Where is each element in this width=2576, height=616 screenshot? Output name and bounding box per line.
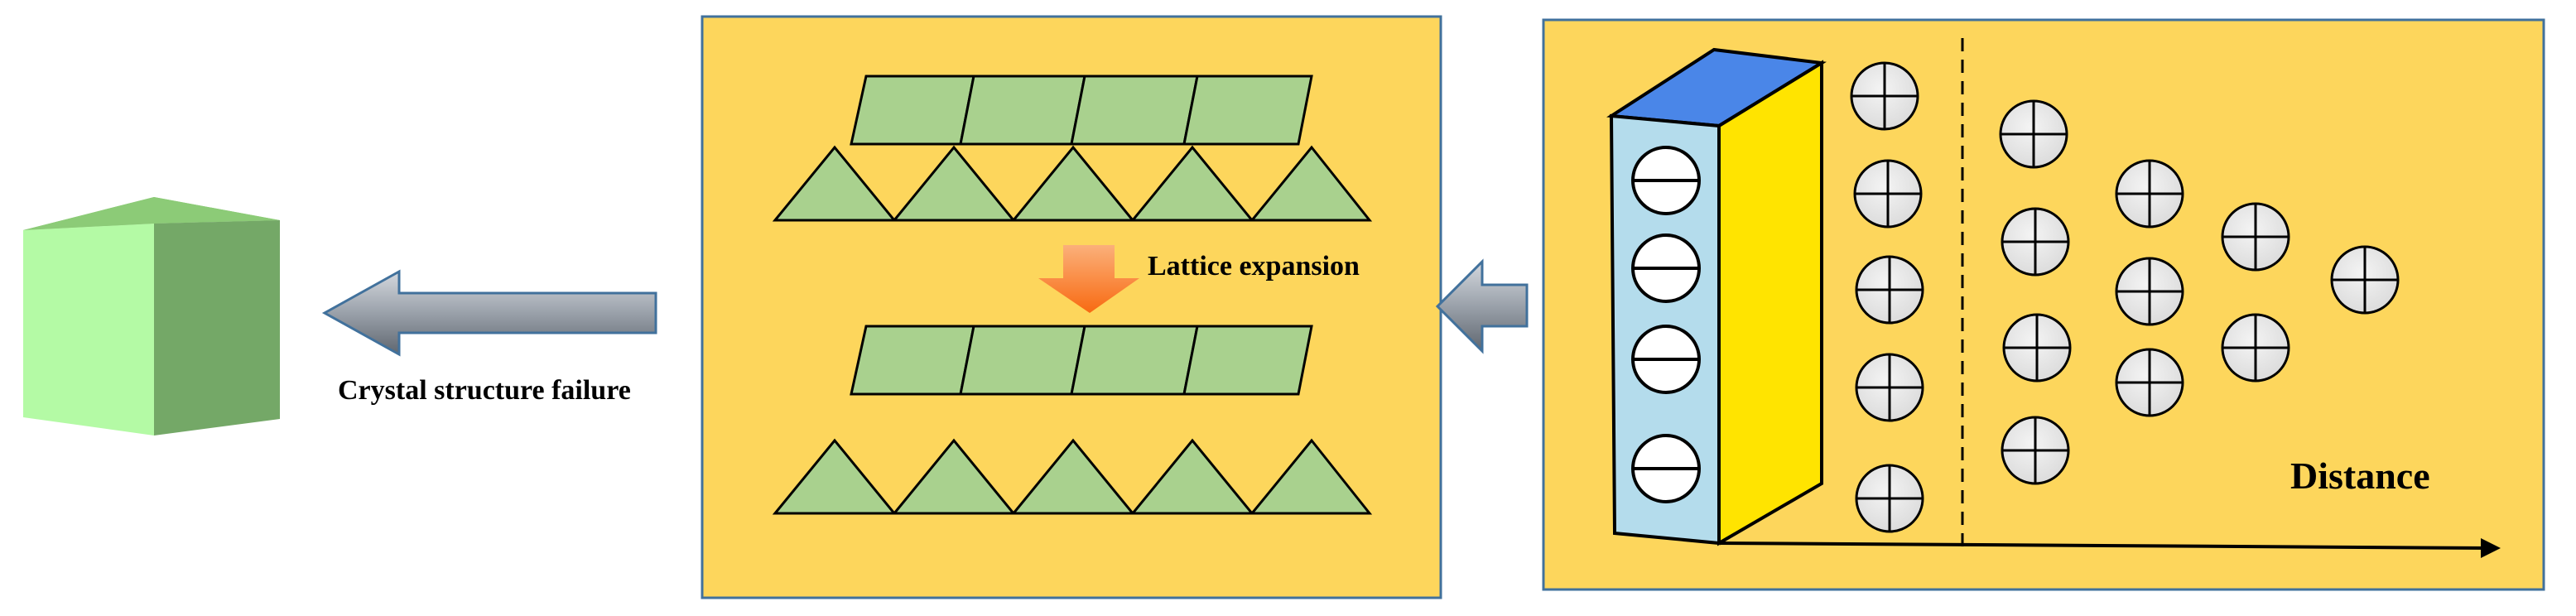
plus-icon <box>1855 255 1924 325</box>
lattice-triangle <box>891 438 1017 515</box>
lattice-triangle <box>772 438 898 515</box>
ion-distribution-panel: Distance <box>1542 18 2545 591</box>
lattice-parallelogram <box>959 75 1086 146</box>
plus-icon <box>2221 313 2290 383</box>
lattice-triangle <box>1010 438 1136 515</box>
lattice-triangle <box>1129 438 1255 515</box>
lattice-parallelogram <box>850 325 975 396</box>
plus-icon <box>1855 353 1924 422</box>
plus-icon <box>1999 99 2068 169</box>
ion-column-diffuse <box>1999 99 2400 485</box>
plus-icon <box>2001 416 2070 485</box>
lattice-triangle <box>891 145 1017 222</box>
lattice-parallelogram <box>1070 325 1199 396</box>
lattice-parallelogram <box>1070 75 1199 146</box>
crystal-cube <box>23 197 280 436</box>
lattice-panel: Lattice expansion <box>701 15 1442 599</box>
plus-icon <box>2001 207 2070 277</box>
plus-icon <box>1850 61 1919 131</box>
lattice-bottom-parallelogram-row <box>850 325 1313 396</box>
lattice-triangle <box>1010 145 1136 222</box>
plus-icon <box>2115 348 2184 417</box>
lattice-triangle <box>1249 145 1373 222</box>
process-arrow <box>1435 258 1529 354</box>
plus-icon <box>2115 159 2184 229</box>
electrode-side-face <box>1717 60 1823 546</box>
lattice-parallelogram <box>1182 75 1313 146</box>
cube-top-face-back <box>23 197 280 230</box>
expansion-arrow <box>1038 245 1139 313</box>
electrode-negative-charges <box>1631 146 1701 503</box>
cube-side-face <box>154 220 280 436</box>
plus-icon <box>2002 313 2072 383</box>
distance-axis <box>1718 538 2501 558</box>
plus-icon <box>2115 257 2184 326</box>
lattice-bottom-triangle-row <box>772 438 1373 515</box>
lattice-parallelogram <box>959 325 1086 396</box>
minus-icon <box>1631 325 1701 394</box>
lattice-triangle <box>772 145 898 222</box>
ion-column-compact <box>1850 61 1924 533</box>
lattice-parallelogram <box>850 75 975 146</box>
lattice-expansion-label: Lattice expansion <box>1148 251 1360 282</box>
distance-label: Distance <box>2290 455 2430 497</box>
lattice-top-triangle-row <box>772 145 1373 222</box>
plus-icon <box>1853 159 1923 229</box>
minus-icon <box>1631 434 1701 503</box>
plus-icon <box>1855 464 1924 533</box>
cube-front-face <box>23 224 154 436</box>
crystal-failure-label: Crystal structure failure <box>338 375 631 406</box>
lattice-parallelogram <box>1182 325 1313 396</box>
minus-icon <box>1631 233 1701 303</box>
plus-icon <box>2330 245 2400 315</box>
lattice-triangle <box>1249 438 1373 515</box>
lattice-triangle <box>1129 145 1255 222</box>
failure-arrow <box>321 269 657 357</box>
minus-icon <box>1631 146 1701 215</box>
lattice-top-parallelogram-row <box>850 75 1313 146</box>
plus-icon <box>2221 202 2290 272</box>
